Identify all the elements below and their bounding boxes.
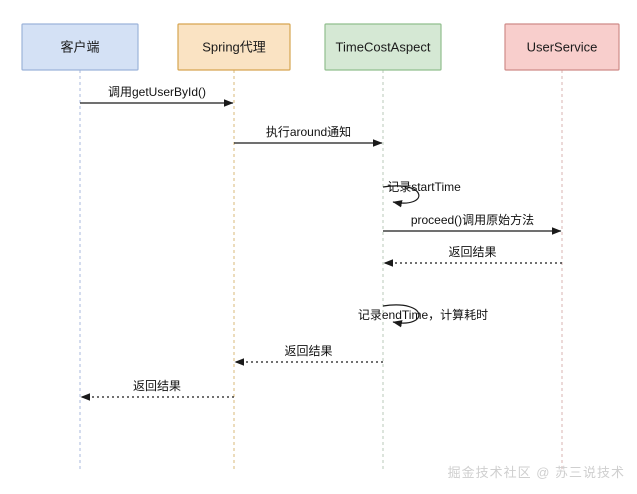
watermark-text: 掘金技术社区 @ 苏三说技术 xyxy=(448,465,625,480)
participant-userService[interactable]: UserService xyxy=(504,23,620,71)
message-m6[interactable]: 记录endTime，计算耗时 xyxy=(358,304,488,328)
message-m5[interactable]: 返回结果 xyxy=(383,245,562,267)
participant-box xyxy=(21,23,139,71)
message-label: 返回结果 xyxy=(448,245,496,259)
message-label: 调用getUserById() xyxy=(108,85,206,99)
message-m3[interactable]: 记录startTime xyxy=(382,180,461,208)
participant-label: TimeCostAspect xyxy=(336,39,431,54)
self-message-arrow xyxy=(382,304,420,328)
message-label: 执行around通知 xyxy=(266,125,351,139)
message-m8[interactable]: 返回结果 xyxy=(80,379,234,401)
participant-label: UserService xyxy=(527,39,598,54)
participant-timeCostAspect[interactable]: TimeCostAspect xyxy=(324,23,442,71)
message-m7[interactable]: 返回结果 xyxy=(234,344,383,366)
participant-label: Spring代理 xyxy=(202,39,266,54)
message-label: 返回结果 xyxy=(284,344,332,358)
participant-client[interactable]: 客户端 xyxy=(21,23,139,71)
participant-box xyxy=(504,23,620,71)
participant-box xyxy=(177,23,291,71)
message-label: 记录endTime，计算耗时 xyxy=(358,307,488,322)
message-label: proceed()调用原始方法 xyxy=(411,212,534,227)
participant-box xyxy=(324,23,442,71)
self-message-arrow xyxy=(382,185,420,208)
message-m2[interactable]: 执行around通知 xyxy=(234,125,383,147)
message-m4[interactable]: proceed()调用原始方法 xyxy=(383,212,562,235)
participant-springProxy[interactable]: Spring代理 xyxy=(177,23,291,71)
message-label: 记录startTime xyxy=(387,180,461,194)
participant-label: 客户端 xyxy=(60,39,99,54)
lifelines-layer xyxy=(79,70,563,470)
message-m1[interactable]: 调用getUserById() xyxy=(80,85,234,107)
participants-layer: 客户端 Spring代理 TimeCostAspect UserService xyxy=(21,23,620,71)
message-label: 返回结果 xyxy=(133,379,181,393)
